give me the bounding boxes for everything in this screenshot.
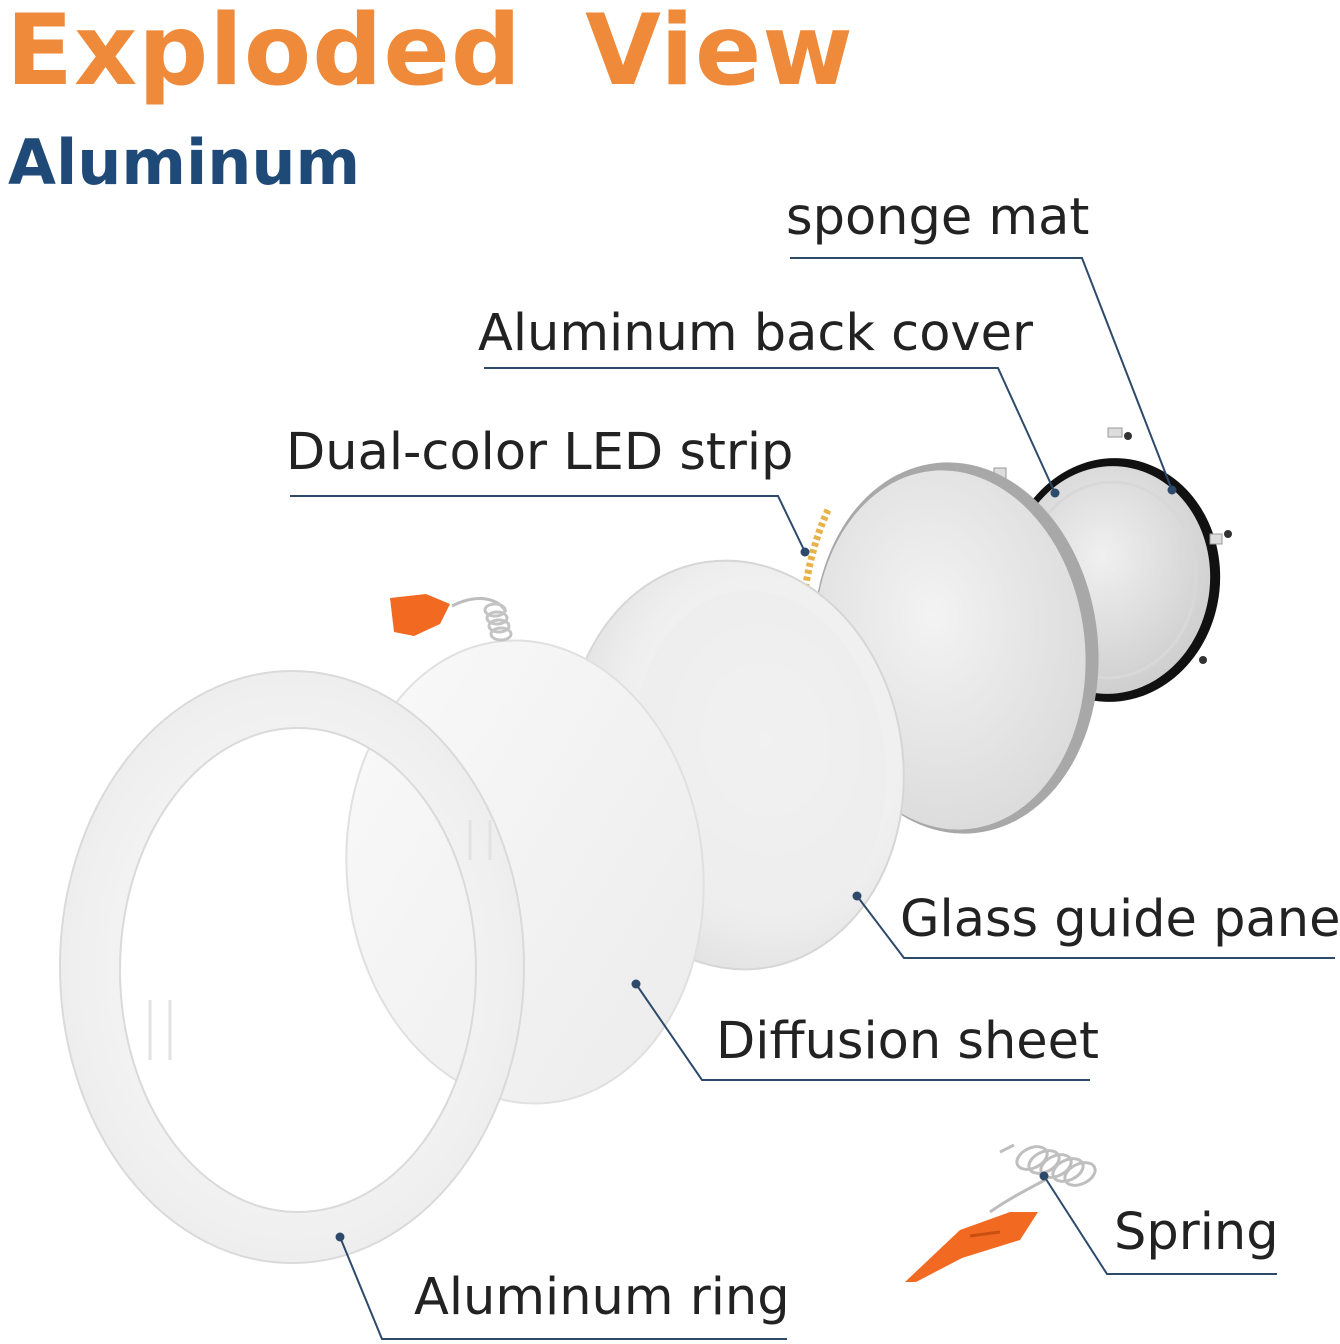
- diagram-subtitle: Aluminum: [8, 126, 361, 199]
- spring-leader: [1043, 1175, 1277, 1275]
- label-aluminum-back-cover: Aluminum back cover: [478, 304, 1033, 363]
- spring-part: [905, 1143, 1097, 1282]
- sponge-mat-leader: [790, 257, 1173, 491]
- label-diffusion-sheet: Diffusion sheet: [716, 1012, 1100, 1071]
- label-sponge-mat: sponge mat: [786, 188, 1090, 247]
- aluminum-ring-part: [58, 670, 526, 1264]
- aluminum-ring-leader: [339, 1236, 787, 1340]
- label-spring: Spring: [1114, 1203, 1279, 1262]
- diffusion-sheet-leader: [635, 983, 1090, 1081]
- led-strip-dot: [800, 547, 810, 557]
- led-strip-leader: [290, 495, 806, 553]
- diffusion-sheet-dot: [631, 979, 641, 989]
- glass-panel-leader: [856, 895, 1335, 959]
- label-dual-color-led-strip: Dual-color LED strip: [286, 423, 794, 482]
- sponge-mat-dot: [1167, 485, 1177, 495]
- aluminum-ring-dot: [335, 1232, 345, 1242]
- label-aluminum-ring: Aluminum ring: [414, 1268, 790, 1327]
- mounting-clip-part: [390, 594, 513, 642]
- back-cover-dot: [1050, 488, 1060, 498]
- spring-dot: [1039, 1171, 1049, 1181]
- label-glass-guide-panel: Glass guide panel: [900, 890, 1340, 949]
- glass-panel-dot: [852, 891, 862, 901]
- diagram-title: Exploded View: [6, 0, 854, 108]
- back-cover-leader: [484, 367, 1056, 494]
